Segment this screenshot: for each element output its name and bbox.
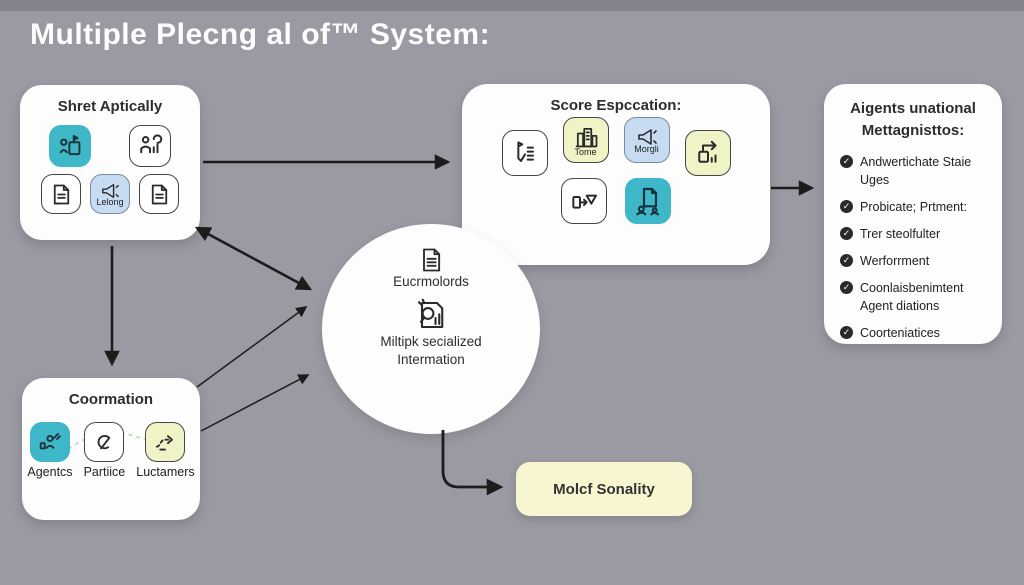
document-person-icon — [625, 178, 671, 224]
list-item: ✓ Andwertichate Staie Uges — [840, 153, 992, 189]
shret-aptically-box: Shret Aptically — [20, 85, 200, 240]
checklist-icon — [501, 130, 548, 176]
list-item-text: Andwertichate Staie Uges — [860, 154, 972, 187]
tile-label: Tome — [574, 146, 597, 157]
document-icon — [423, 248, 441, 272]
circle-label-2: Miltipk secialized Intermation — [380, 333, 481, 369]
document-arrow-icon — [684, 130, 731, 176]
box-title: Coormation — [68, 391, 154, 408]
list-item-text: Trer steolfulter — [860, 226, 941, 241]
circle-label-2-line1: Miltipk secialized — [380, 334, 482, 349]
list-item: ✓ Coonlaisbenimtent Agent diations — [840, 279, 992, 315]
agents-box: Aigents unational Mettagnisttos: ✓ Andwe… — [824, 84, 1002, 344]
check-icon: ✓ — [840, 226, 853, 240]
list-item: ✓ Werforrment — [840, 252, 992, 270]
check-icon: ✓ — [840, 154, 853, 168]
list-item-text: Coonlaisbenimtent Agent diations — [860, 281, 964, 314]
arrow-coormation-to-circle-2 — [200, 374, 310, 432]
list-item: ✓ Trer steolfulter — [840, 225, 992, 243]
box-title: Aigents unational Mettagnisttos: — [824, 84, 1002, 142]
megaphone-icon: Morgli — [623, 117, 670, 163]
check-icon: ✓ — [840, 326, 853, 340]
flowchart-icon — [561, 178, 607, 224]
list-item-text: Coorteniatices — [860, 326, 940, 341]
coormation-box: Coormation Agentcs Par — [22, 378, 200, 520]
box-title: Shret Aptically — [57, 98, 163, 115]
curl-icon — [84, 422, 125, 462]
arrow-circle-to-output — [441, 430, 504, 496]
score-espccation-box: Score Espccation: Tome Morgli — [462, 84, 770, 265]
check-icon: ✓ — [840, 199, 853, 213]
check-icon: ✓ — [840, 254, 853, 267]
list-item: ✓ Coorteniatices — [840, 324, 992, 342]
arrow-shret-circle-bidirectional — [194, 226, 313, 291]
list-item-text: Werforrment — [860, 254, 930, 268]
circle-label-1: Eucrmolords — [393, 274, 469, 289]
central-circle: Eucrmolords Miltipk secialized Intermati… — [322, 224, 540, 434]
magnifier-chart-icon — [417, 298, 444, 329]
output-label: Molcf Sonality — [553, 480, 655, 498]
box-title-line1: Aigents unational — [850, 100, 976, 117]
tile-label: Agentcs — [27, 465, 73, 479]
document-icon — [41, 174, 81, 214]
agents-bullet-list: ✓ Andwertichate Staie Uges ✓ Probicate; … — [840, 153, 992, 343]
tile-label: Luctamers — [136, 465, 195, 479]
megaphone-icon: Lelong — [90, 174, 130, 214]
box-title-line2: Mettagnisttos: — [861, 121, 965, 139]
person-podium-icon — [49, 125, 91, 167]
tile-label: Lelong — [96, 196, 124, 207]
box-title: Score Espccation: — [550, 97, 682, 114]
document-icon — [139, 174, 179, 214]
person-chart-icon — [129, 125, 171, 167]
arrow-coormation-to-circle-1 — [196, 306, 308, 388]
building-icon: Tome — [562, 117, 609, 163]
person-agent-icon — [29, 422, 70, 462]
output-box: Molcf Sonality — [516, 462, 692, 516]
circle-label-2-line2: Intermation — [397, 352, 465, 368]
list-item-text: Probicate; Prtment: — [860, 199, 967, 214]
top-band — [0, 0, 1024, 11]
route-arrow-icon — [145, 422, 186, 462]
tile-label: Morgli — [634, 143, 659, 154]
check-icon: ✓ — [840, 281, 853, 295]
page-title: Multiple Plecng al of™ System: — [30, 18, 491, 51]
list-item: ✓ Probicate; Prtment: — [840, 198, 992, 216]
tile-label: Partiice — [83, 465, 126, 479]
